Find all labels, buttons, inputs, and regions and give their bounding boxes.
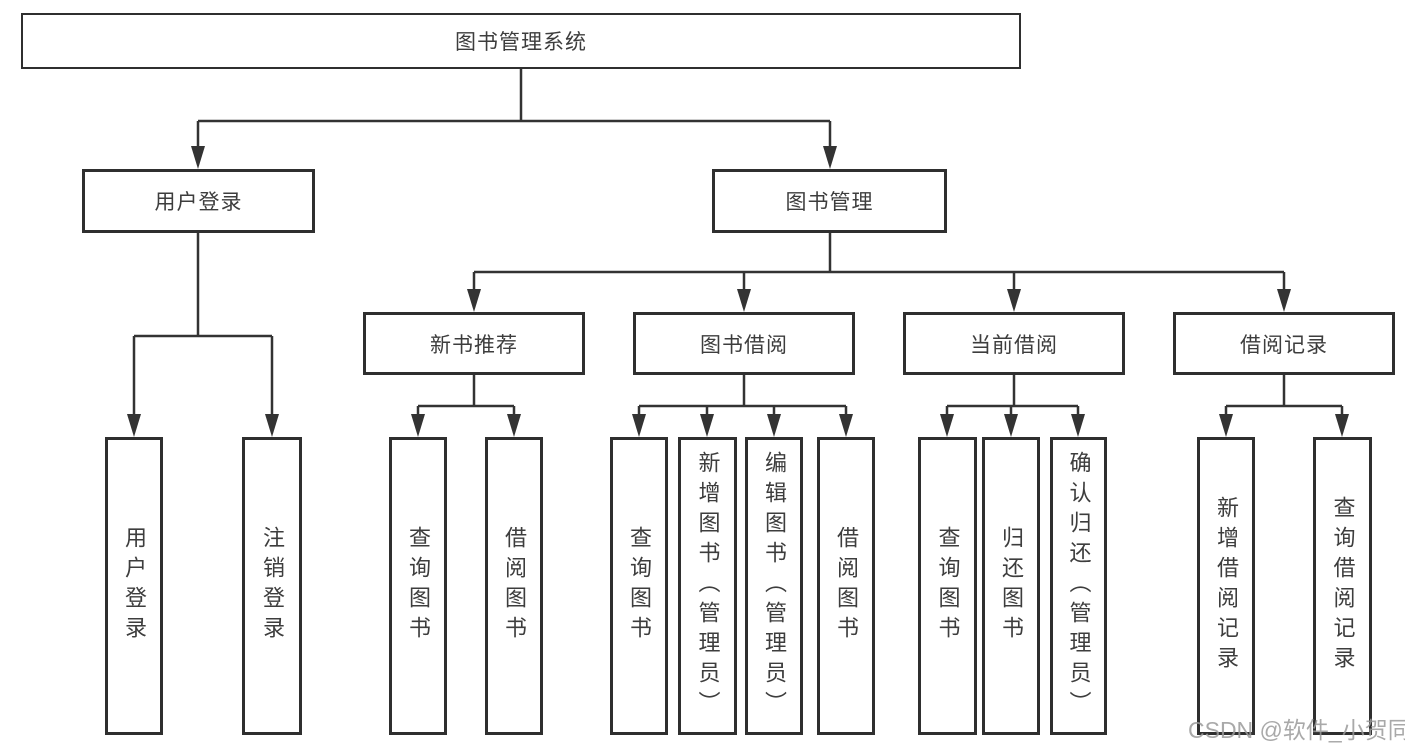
leaf-query-books-3: 查询图书 (918, 437, 977, 735)
node-label: 新增图书（管理员） (695, 451, 721, 721)
leaf-borrow-books-1: 借阅图书 (485, 437, 543, 735)
node-label: 图书管理系统 (455, 31, 587, 54)
node-label: 新增借阅记录 (1214, 496, 1239, 676)
node-label: 编辑图书（管理员） (762, 451, 787, 721)
leaf-confirm-return-admin: 确认归还（管理员） (1050, 437, 1107, 735)
node-label: 查询图书 (627, 526, 652, 646)
leaf-user-login: 用户登录 (105, 437, 163, 735)
leaf-add-borrow-record: 新增借阅记录 (1197, 437, 1255, 735)
node-label: 新书推荐 (430, 333, 518, 357)
node-label: 借阅记录 (1240, 333, 1328, 357)
leaf-edit-books-admin: 编辑图书（管理员） (745, 437, 803, 735)
node-label: 图书借阅 (700, 333, 788, 357)
node-label: 当前借阅 (970, 333, 1058, 357)
node-label: 确认归还（管理员） (1066, 451, 1092, 721)
leaf-query-books-2: 查询图书 (610, 437, 668, 735)
leaf-add-books-admin: 新增图书（管理员） (678, 437, 737, 735)
node-label: 图书管理 (785, 191, 874, 214)
node-label: 注销登录 (260, 526, 285, 646)
node-label: 归还图书 (999, 526, 1024, 646)
node-label: 用户登录 (122, 526, 147, 646)
node-user-login: 用户登录 (82, 169, 315, 233)
node-book-borrowing: 图书借阅 (633, 312, 855, 375)
leaf-borrow-books-2: 借阅图书 (817, 437, 875, 735)
leaf-logout: 注销登录 (242, 437, 302, 735)
node-label: 查询图书 (406, 526, 431, 646)
node-label: 用户登录 (154, 191, 243, 214)
node-borrow-records: 借阅记录 (1173, 312, 1395, 375)
leaf-query-books-1: 查询图书 (389, 437, 447, 735)
node-label: 借阅图书 (502, 526, 527, 646)
node-book-management: 图书管理 (712, 169, 947, 233)
node-current-borrowing: 当前借阅 (903, 312, 1125, 375)
node-label: 查询图书 (935, 526, 961, 646)
leaf-return-books: 归还图书 (982, 437, 1040, 735)
node-label: 借阅图书 (834, 526, 859, 646)
node-library-management-system: 图书管理系统 (21, 13, 1021, 69)
csdn-watermark: CSDN @软件_小贺同学 (1188, 717, 1405, 743)
leaf-query-borrow-record: 查询借阅记录 (1313, 437, 1372, 735)
node-label: 查询借阅记录 (1330, 496, 1356, 676)
node-new-book-recommend: 新书推荐 (363, 312, 585, 375)
